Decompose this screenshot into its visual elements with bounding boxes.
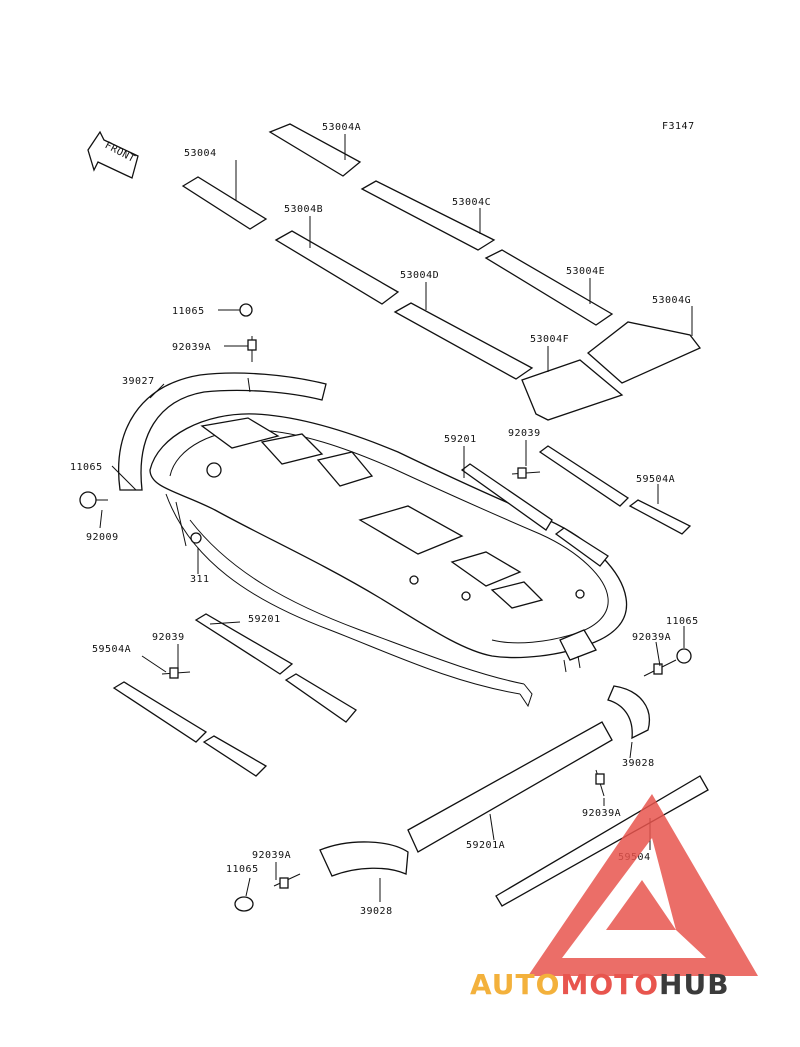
watermark-part-auto: AUTO [470,968,560,1001]
gunnel-59201-lower [194,613,357,723]
callout-53004f: 53004F [530,334,569,345]
mat-pad-53004c [360,180,496,251]
gunnel-59504a-upper [538,445,692,535]
callout-labels: 53004A 53004 53004C 53004B 53004E 53004D… [70,122,699,917]
callout-39028-right: 39028 [622,758,655,769]
callout-92039a-bottom: 92039A [252,850,291,861]
rail-39027 [118,372,327,491]
rail-59201a [407,721,613,853]
callout-11065-right: 11065 [666,616,699,627]
callout-11065-top: 11065 [172,306,205,317]
screw-92009 [79,491,108,509]
nut-311 [190,532,202,544]
callout-53004: 53004 [184,148,217,159]
callout-39028-bottom: 39028 [360,906,393,917]
bolt-92039a-right [643,659,677,677]
bumper-39028-right [607,685,650,740]
callout-11065-bottom: 11065 [226,864,259,875]
callout-53004c: 53004C [452,197,491,208]
mat-pad-53004d [393,302,534,380]
bolt-92039a-mid [595,769,605,797]
callout-59504a-left: 59504A [92,644,131,655]
hull-deck [149,413,628,708]
callout-53004a: 53004A [322,122,361,133]
nut-11065-bottom [234,896,254,912]
callout-11065-left: 11065 [70,462,103,473]
bolt-92039-left [161,667,191,679]
gunnel-59504a-lower [112,681,268,777]
callout-311: 311 [190,574,210,585]
callout-59504a-right: 59504A [636,474,675,485]
callout-59201-left: 59201 [248,614,281,625]
bumper-39028-bottom [319,841,409,877]
figure-code: F3147 [662,121,695,132]
nut-11065-right [676,648,692,664]
callout-53004b: 53004B [284,204,323,215]
mat-pad-53004f [521,359,624,421]
callout-92009: 92009 [86,532,119,543]
front-arrow-icon: FRONT [87,130,139,179]
callout-92039a-top: 92039A [172,342,211,353]
watermark-logo-icon [528,794,758,976]
mat-pad-53004a [268,123,362,177]
mat-pad-53004 [181,176,268,230]
callout-59201a: 59201A [466,840,505,851]
bolt-92039a-top [247,336,257,362]
callout-92039a-right: 92039A [632,632,671,643]
callout-59201-right: 59201 [444,434,477,445]
leader-lines [99,134,693,902]
callout-53004g: 53004G [652,295,691,306]
callout-39027: 39027 [122,376,155,387]
mat-pad-53004b [274,230,400,305]
mat-pad-53004g [586,321,702,384]
watermark-part-hub: HUB [659,968,730,1001]
callout-92039-left: 92039 [152,632,185,643]
callout-92039a-mid: 92039A [582,808,621,819]
callout-53004e: 53004E [566,266,605,277]
watermark-text: AUTOMOTOHUB [470,968,730,1001]
watermark-part-moto: MOTO [560,968,659,1001]
callout-92039-right: 92039 [508,428,541,439]
mat-pad-53004e [484,249,614,326]
bolt-92039-right [511,467,541,479]
nut-11065-top [239,303,253,317]
callout-53004d: 53004D [400,270,439,281]
bolt-92039a-bottom [273,873,301,889]
gunnel-59201-upper [460,463,609,567]
